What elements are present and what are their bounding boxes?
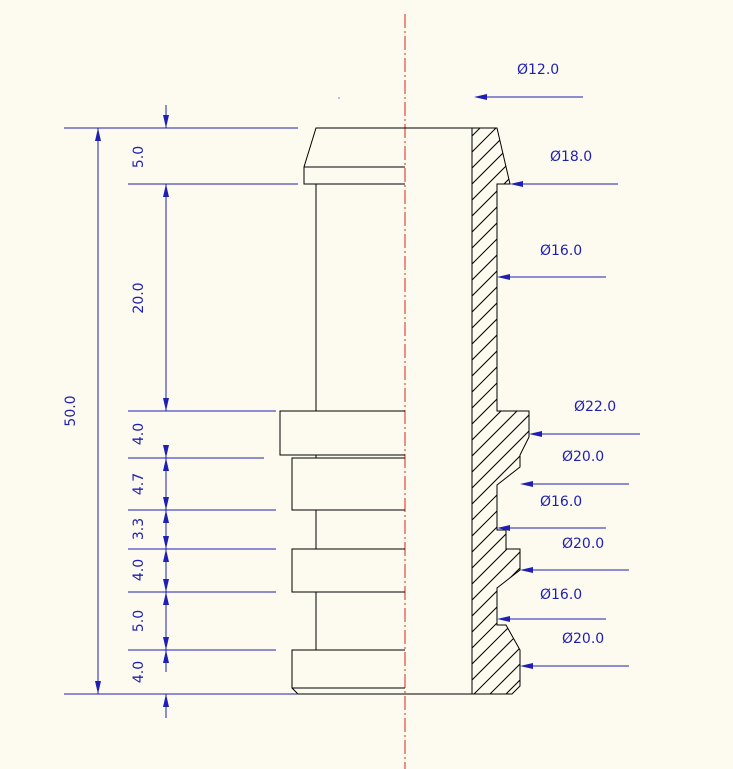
diameter-label-9: Ø20.0 <box>562 631 604 647</box>
hatch-line <box>472 128 529 149</box>
extension-lines <box>64 127 298 695</box>
hatch-line <box>472 691 529 694</box>
diameter-arrows <box>474 94 542 669</box>
diameter-label-5: Ø20.0 <box>562 449 604 465</box>
stray-mark <box>338 97 340 99</box>
diameter-label-1: Ø12.0 <box>517 62 559 78</box>
hatch-line <box>472 403 529 485</box>
length-total-label: 50.0 <box>63 395 79 426</box>
part-outline-left <box>279 127 405 695</box>
dimension-arrows <box>95 115 169 707</box>
diameter-leaders <box>478 96 640 667</box>
diameter-label-4: Ø22.0 <box>574 399 616 415</box>
length-label-7: 5.0 <box>131 610 147 632</box>
length-label-5: 3.3 <box>131 518 147 540</box>
diameter-label-7: Ø20.0 <box>562 536 604 552</box>
length-label-3: 4.0 <box>131 423 147 445</box>
diameter-label-6: Ø16.0 <box>540 494 582 510</box>
length-label-6: 4.0 <box>131 559 147 581</box>
diameter-label-3: Ø16.0 <box>540 243 582 259</box>
hatch-line <box>460 20 540 100</box>
length-label-8: 4.0 <box>131 661 147 683</box>
hatch-line <box>460 708 540 769</box>
length-label-4: 4.7 <box>131 473 147 495</box>
length-label-1: 5.0 <box>131 146 147 168</box>
hatch-line <box>472 128 529 165</box>
hatch-line <box>472 419 529 501</box>
length-label-2: 20.0 <box>131 282 147 313</box>
diameter-label-8: Ø16.0 <box>540 587 582 603</box>
part-section-right <box>405 20 540 769</box>
diameter-label-2: Ø18.0 <box>550 149 592 165</box>
